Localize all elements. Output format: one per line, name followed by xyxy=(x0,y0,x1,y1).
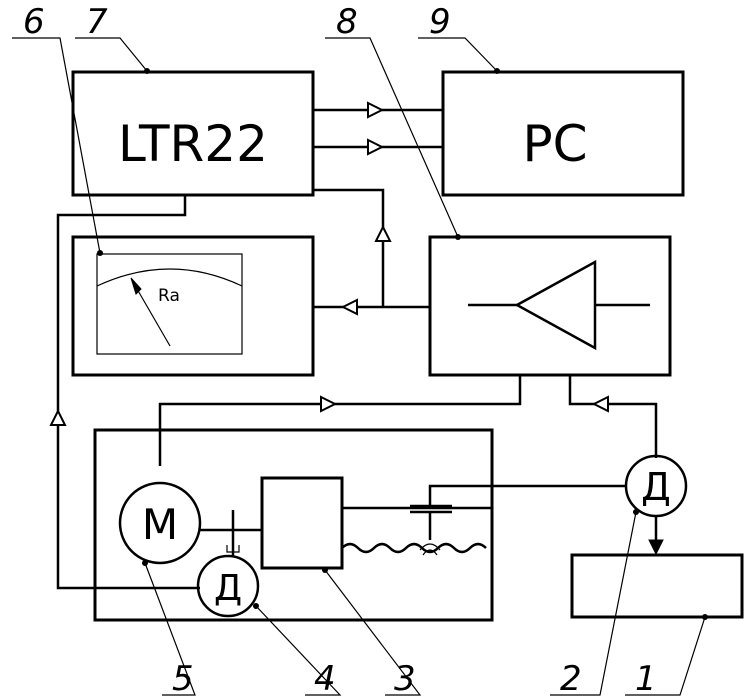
meter-needle xyxy=(132,281,171,347)
motor-label: M xyxy=(142,500,178,549)
meter-scale-arc xyxy=(96,268,243,287)
probe-tip-1 xyxy=(419,543,441,551)
adc-sensor-arrow xyxy=(49,408,67,426)
sensor-amp-arrow xyxy=(591,395,609,413)
amp-adc-arrow xyxy=(374,224,392,242)
callout-2: 2 xyxy=(560,659,582,699)
meter-window xyxy=(96,253,243,355)
adc-pc-arrow-2 xyxy=(367,138,385,156)
pc-label: PC xyxy=(522,115,587,173)
callout-leaders xyxy=(12,37,706,696)
sensor-amp-line xyxy=(568,375,658,458)
object-block xyxy=(570,553,744,619)
workpiece-surface xyxy=(341,542,487,554)
adc-pc-arrow-1 xyxy=(367,101,385,119)
callout-7: 7 xyxy=(86,2,108,42)
probe-tip-2 xyxy=(422,549,438,556)
adc-label: LTR22 xyxy=(118,115,268,173)
callout-4: 4 xyxy=(314,659,336,699)
sensor-output-arrow xyxy=(648,539,664,556)
amp-meter-arrow xyxy=(340,298,358,316)
amp-motor-arrow xyxy=(320,395,338,413)
gearbox-block xyxy=(260,476,344,570)
callout-1: 1 xyxy=(635,659,657,699)
amplifier-symbol xyxy=(514,259,597,351)
amp-motor-line xyxy=(158,375,522,466)
motor-circle xyxy=(118,481,202,565)
amp-adc-line xyxy=(313,188,385,307)
sensor-small-label: Д xyxy=(214,568,242,609)
meter-scale-label: Ra xyxy=(158,286,180,306)
callout-3: 3 xyxy=(394,659,416,699)
leader-dots xyxy=(97,68,708,620)
sensor-small-tick xyxy=(226,545,240,553)
sensor-small-circle xyxy=(196,554,260,618)
sensor-large-label: Д xyxy=(641,465,671,509)
adc-block xyxy=(71,70,315,197)
probe-sensor-line xyxy=(428,484,626,506)
meter-needle-tip xyxy=(130,277,142,295)
callout-9: 9 xyxy=(429,2,451,42)
adc-sensor-line xyxy=(56,195,200,590)
callout-6: 6 xyxy=(23,2,45,42)
callout-8: 8 xyxy=(336,2,358,42)
pc-block xyxy=(441,70,685,197)
mechanism-block xyxy=(93,428,494,622)
callout-5: 5 xyxy=(172,659,194,699)
